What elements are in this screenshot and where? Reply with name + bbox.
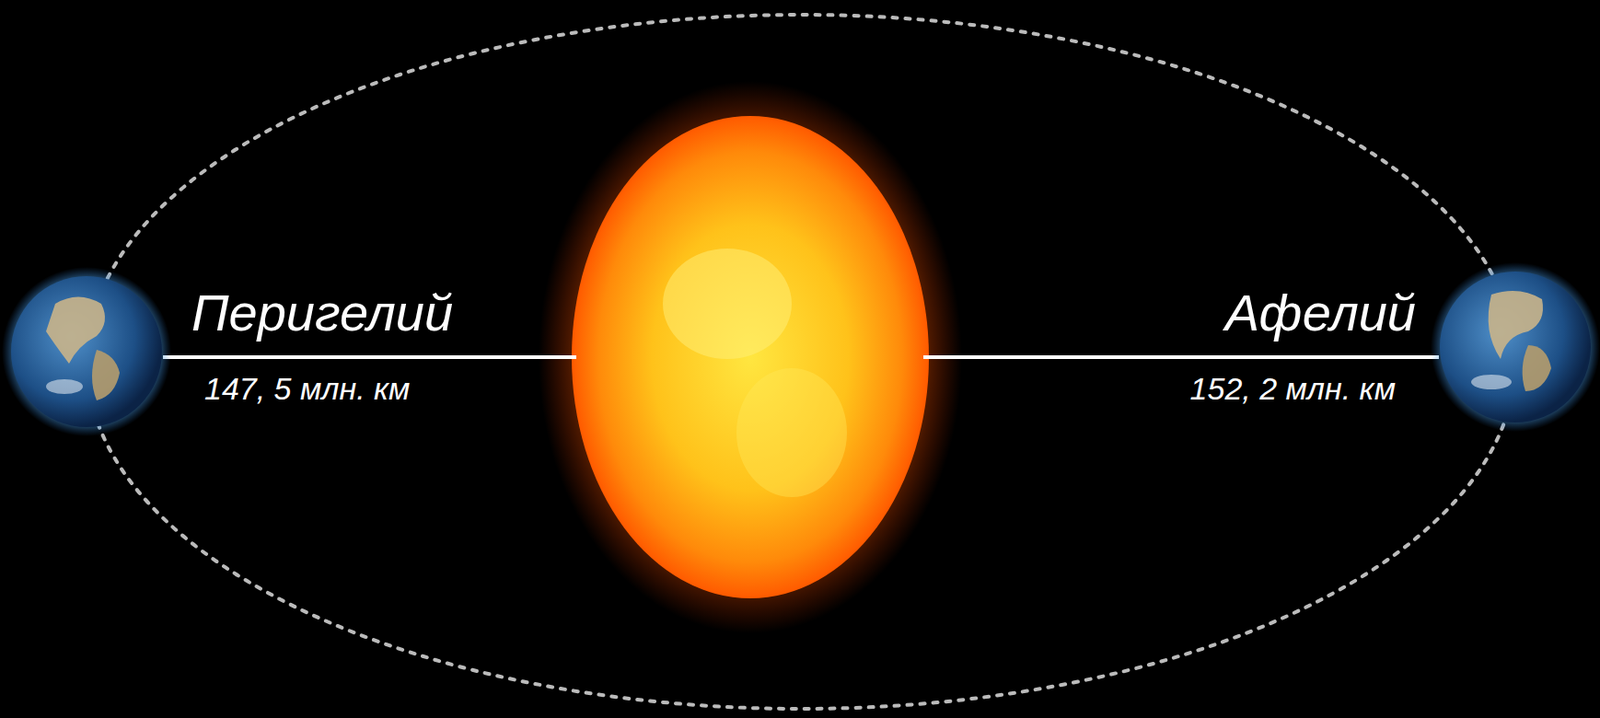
sun — [571, 115, 929, 599]
aphelion-label: Афелий — [1225, 287, 1416, 339]
earth-right — [1430, 262, 1600, 432]
perihelion-line — [162, 355, 577, 360]
earth-left — [1, 266, 172, 437]
distance-label: 152, 2 млн. км — [1190, 372, 1396, 405]
distance-label: 147, 5 млн. км — [204, 372, 410, 405]
sun-glow — [538, 81, 963, 634]
perihelion-label: Перигелий — [191, 287, 453, 339]
aphelion-line — [923, 355, 1439, 360]
orbit-ellipse — [86, 14, 1516, 709]
